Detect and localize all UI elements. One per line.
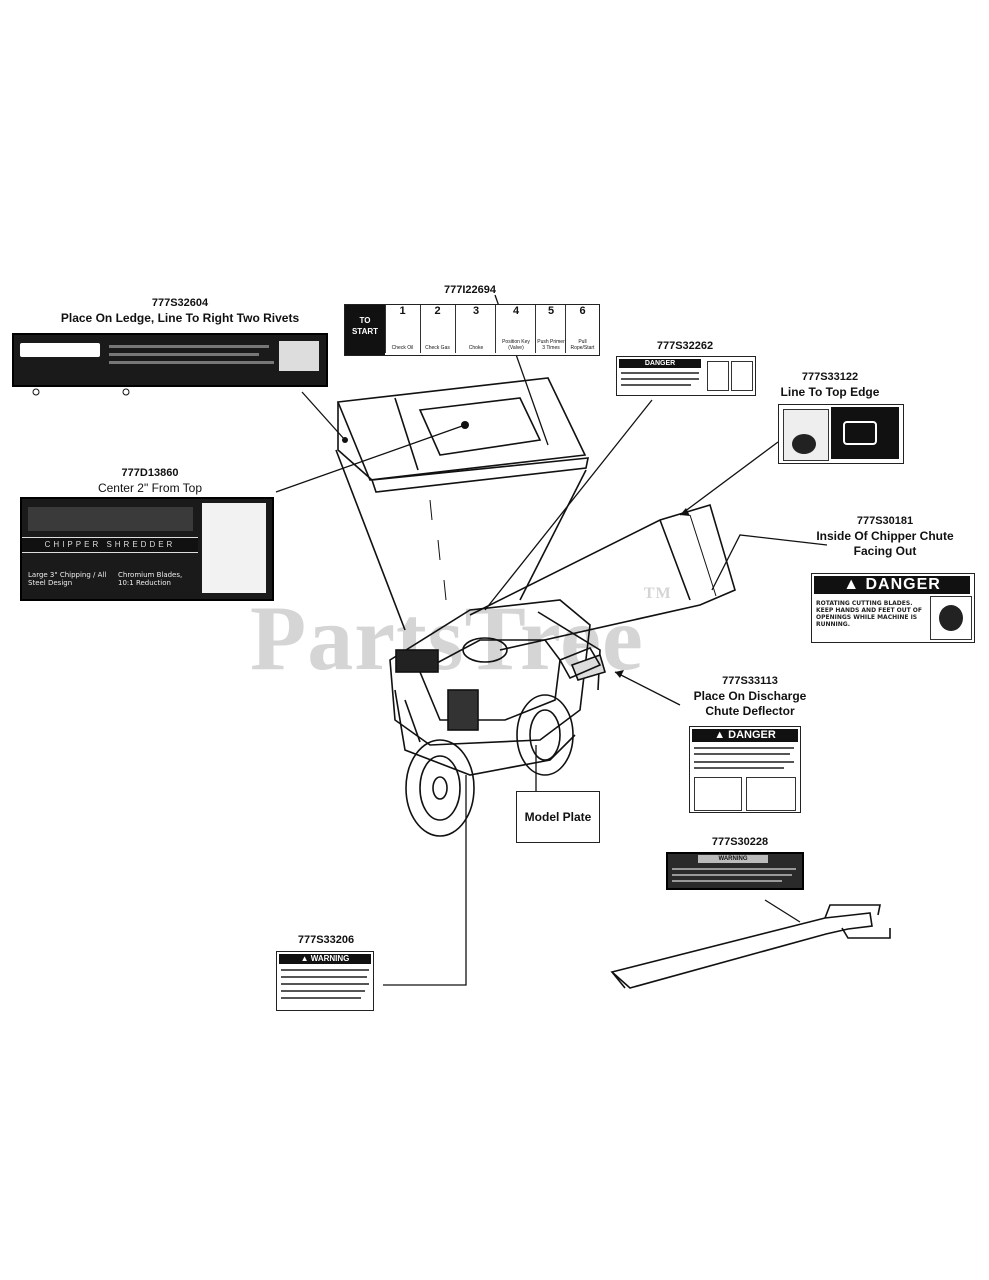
- warning-header: WARNING: [698, 855, 768, 863]
- part-777s33113-label: 777S33113 Place On Discharge Chute Defle…: [693, 675, 807, 718]
- decal-777d13860-chipper-shredder: CHIPPER SHREDDER Large 3" Chipping / All…: [20, 497, 274, 601]
- brand-script-area: [28, 507, 193, 531]
- blade-hazard-icon: [694, 777, 742, 811]
- decal-777s32604: [12, 333, 328, 387]
- part-777d13860-label: 777D13860 Center 2" From Top: [97, 467, 203, 495]
- model-plate-callout: Model Plate: [516, 791, 600, 843]
- watermark-tm: TM: [643, 585, 672, 602]
- blade-hazard-icon: [783, 409, 829, 461]
- decal-logo-strip: [20, 343, 100, 357]
- warning-header: ▲ WARNING: [279, 954, 371, 964]
- part-777s30181-label: 777S30181 Inside Of Chipper Chute Facing…: [816, 515, 954, 558]
- part-777s32604-label: 777S32604 Place On Ledge, Line To Right …: [20, 296, 340, 326]
- decal-777s30181-danger: ▲ DANGER ROTATING CUTTING BLADES. KEEP H…: [811, 573, 975, 643]
- decal-777s33122: [778, 404, 904, 464]
- part-777s32262-label: 777S32262: [656, 340, 714, 352]
- danger-body-text: ROTATING CUTTING BLADES. KEEP HANDS AND …: [816, 600, 922, 628]
- decal-777s30228-warning: WARNING: [666, 852, 804, 890]
- part-777i22694-label: 777I22694: [444, 284, 496, 296]
- decal-diagram-panel: [279, 341, 319, 371]
- part-number: 777S32604: [151, 297, 209, 309]
- part-placement-note: Place On Ledge, Line To Right Two Rivets: [60, 311, 300, 325]
- machine-illustration-panel: [202, 503, 266, 593]
- danger-header: ▲ DANGER: [692, 729, 798, 742]
- danger-header: DANGER: [619, 359, 701, 368]
- hand-warning-icon: [707, 361, 729, 391]
- hands-feet-icon: [746, 777, 796, 811]
- feature-left: Large 3" Chipping / All Steel Design: [28, 571, 107, 587]
- hazard-illustration: [831, 407, 899, 459]
- feature-right: Chromium Blades, 10:1 Reduction: [118, 571, 183, 587]
- decal-777s33113-danger: ▲ DANGER: [689, 726, 801, 813]
- decal-777s33206-warning: ▲ WARNING: [276, 951, 374, 1011]
- to-start-badge: TO START: [345, 305, 385, 355]
- part-777s33206-label: 777S33206: [297, 934, 355, 946]
- decal-777s32262: DANGER: [616, 356, 756, 396]
- part-777s30228-label: 777S30228: [711, 836, 769, 848]
- blade-hand-icon: [930, 596, 972, 640]
- foot-warning-icon: [731, 361, 753, 391]
- part-777s33122-label: 777S33122 Line To Top Edge: [780, 371, 880, 399]
- danger-header: ▲ DANGER: [814, 576, 970, 594]
- chipper-shredder-band: CHIPPER SHREDDER: [22, 537, 198, 553]
